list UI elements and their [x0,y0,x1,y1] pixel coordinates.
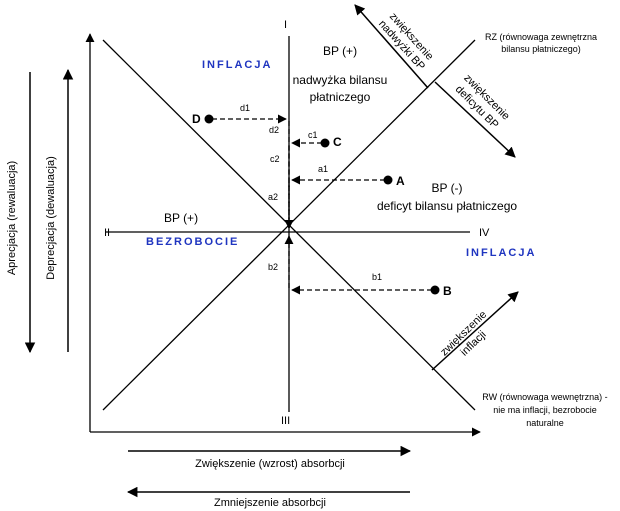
rw-label-line3: naturalne [526,418,564,428]
region-deficit-line: deficyt bilansu płatniczego [377,199,517,213]
rw-label-line2: nie ma inflacji, bezrobocie [493,405,597,415]
label-a2: a2 [268,192,278,202]
quadrant-II: II [104,227,110,239]
label-point-b: B [443,284,452,298]
label-b1: b1 [372,272,382,282]
label-point-a: A [396,174,405,188]
quadrant-III: III [281,415,290,427]
region-inflation-right: INFLACJA [466,247,536,259]
label-point-c: C [333,135,342,149]
region-unemployment: BEZROBOCIE [146,236,239,248]
label-d1: d1 [240,103,250,113]
label-a1: a1 [318,164,328,174]
label-b2: b2 [268,262,278,272]
quadrant-I: I [284,19,287,31]
absorption-decrease-label: Zmniejszenie absorbcji [214,497,326,509]
region-inflation-top: INFLACJA [202,59,272,71]
region-surplus-line2: płatniczego [310,90,371,104]
region-bp-plus-left: BP (+) [164,211,198,225]
inflation-arrow [431,291,519,371]
quadrant-IV: IV [479,227,490,239]
label-c1: c1 [308,130,318,140]
apreciation-label: Aprecjacja (rewaluacja) [6,161,18,275]
depreciation-label: Deprecjacja (dewaluacja) [45,156,57,280]
point-d [204,114,214,124]
region-bp-deficit: BP (-) [431,181,462,195]
rz-label-line1: RZ (równowaga zewnętrzna [485,32,597,42]
label-d2: d2 [269,125,279,135]
point-a [383,175,393,185]
absorption-increase-label: Zwiększenie (wzrost) absorbcji [195,458,345,470]
point-b [430,285,440,295]
rz-label-line2: bilansu płatniczego) [501,44,581,54]
region-bp-surplus: BP (+) [323,44,357,58]
bp-deficit-arrow [434,81,516,158]
label-c2: c2 [270,154,280,164]
region-surplus-line1: nadwyżka bilansu [293,73,388,87]
point-c [320,138,330,148]
rw-label-line1: RW (równowaga wewnętrzna) - [482,392,607,402]
bp-surplus-arrow [354,4,429,89]
label-point-d: D [192,112,201,126]
